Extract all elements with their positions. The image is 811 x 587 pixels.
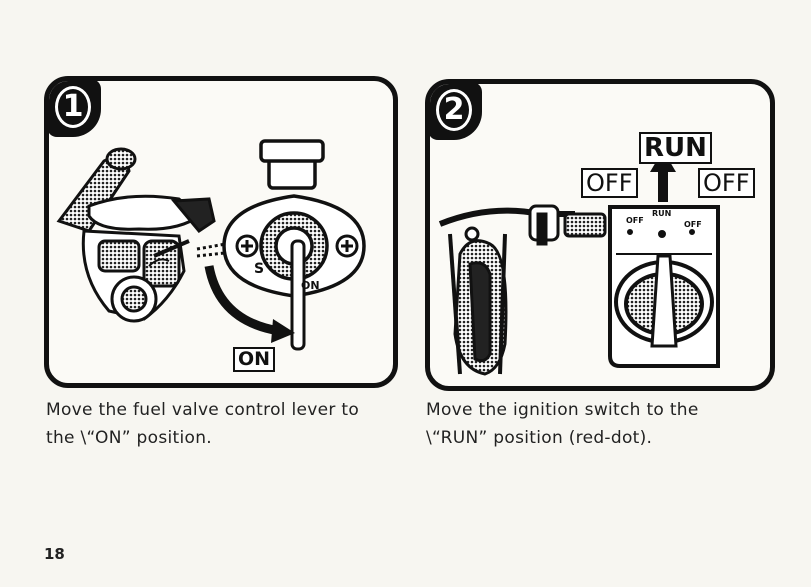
dial-mark-s: S [254,261,265,277]
step-1-illustration: 1 S ON ON [44,76,398,388]
dial-off-right: OFF [684,220,702,229]
step-number-badge: 1 [49,81,101,137]
run-label: RUN [639,132,712,164]
off-label-right: OFF [698,168,755,198]
step-2-illustration: 2 RUN OFF OFF OFF RUN OFF [425,79,775,391]
off-label-left: OFF [581,168,638,198]
caption-line: the \“ON” position. [46,428,212,448]
ignition-switch-drawing [438,150,720,376]
dial-run: RUN [652,209,672,218]
step-number: 1 [55,86,91,128]
handlebar-sketch [438,204,607,376]
motorcycle-engine-sketch [56,147,216,323]
on-label: ON [233,347,276,372]
dial-off-left: OFF [626,216,644,225]
turn-arrow [204,265,295,343]
fuel-valve-drawing [56,139,366,351]
page-number: 18 [44,545,65,563]
step-1-caption: Move the fuel valve control lever to the… [46,396,406,452]
caption-line: \“RUN” position (red-dot). [426,428,653,448]
caption-line: Move the ignition switch to the [426,400,699,420]
caption-line: Move the fuel valve control lever to [46,400,360,420]
fuel-valve [222,139,366,351]
ignition-switch [608,205,720,368]
step-2-caption: Move the ignition switch to the \“RUN” p… [426,396,786,452]
step-number-badge: 2 [430,84,482,140]
dial-mark-on: ON [301,279,320,292]
step-number: 2 [436,89,472,131]
